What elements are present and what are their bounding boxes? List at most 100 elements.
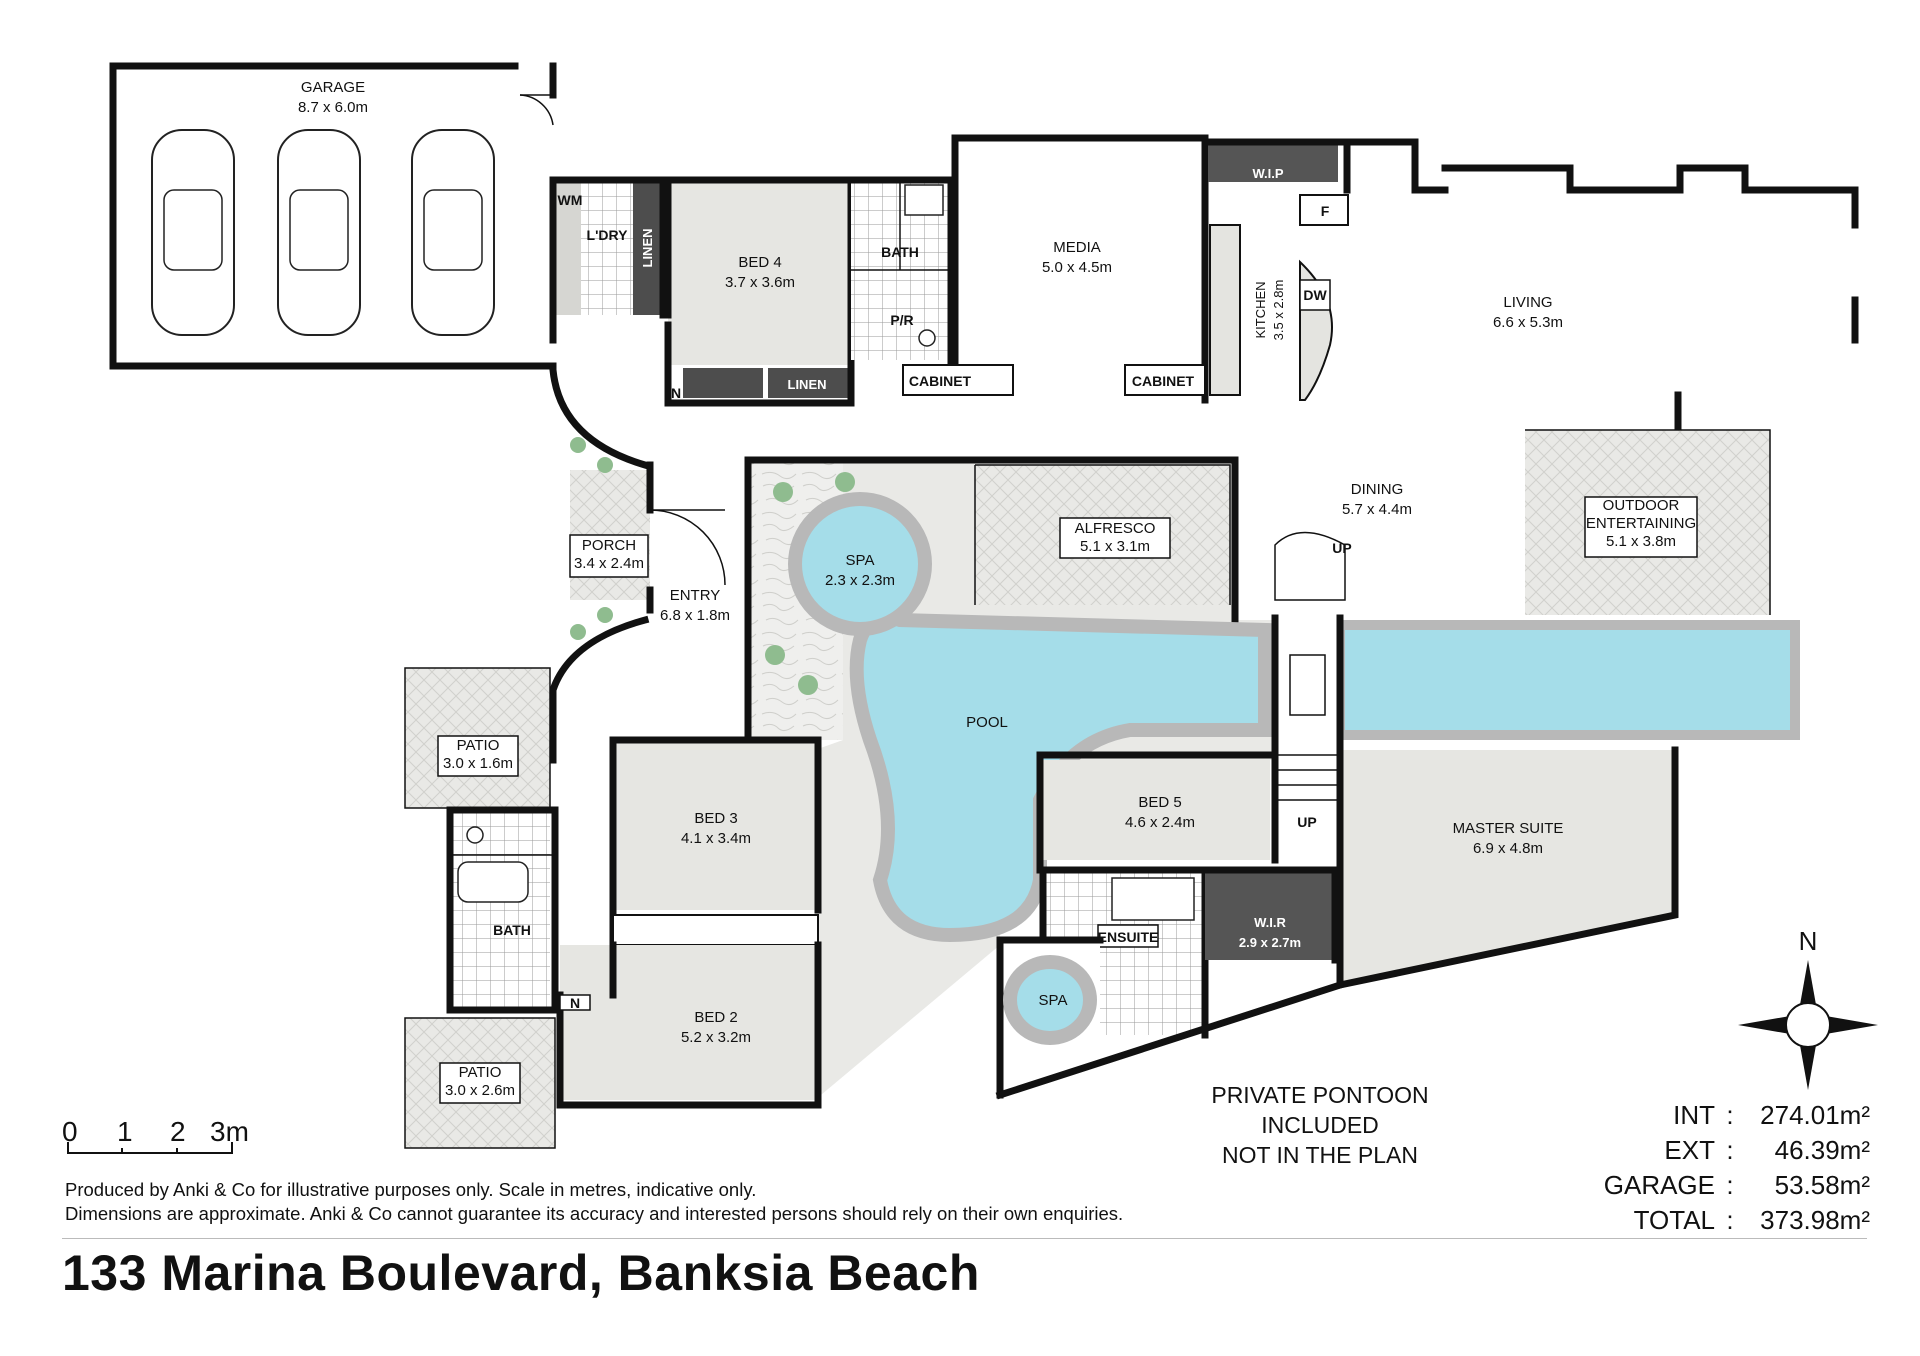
lap-pool <box>1335 620 1800 740</box>
shrub-icon <box>570 437 855 695</box>
living: LIVING 6.6 x 5.3m <box>1343 138 1859 444</box>
outdoor-name-1: OUTDOOR <box>1603 497 1680 514</box>
living-name: LIVING <box>1503 294 1552 311</box>
master-name: MASTER SUITE <box>1453 820 1564 837</box>
media-dims: 5.0 x 4.5m <box>1042 259 1112 276</box>
media: CABINET CABINET MEDIA 5.0 x 4.5m <box>902 134 1209 404</box>
dw-label: DW <box>1303 287 1327 303</box>
toilet-icon <box>466 826 484 844</box>
dining-name: DINING <box>1351 481 1404 498</box>
dining-dims: 5.7 x 4.4m <box>1342 501 1412 518</box>
garage: GARAGE 8.7 x 6.0m <box>109 62 557 370</box>
n-label-2: N <box>570 995 580 1011</box>
entry-name: ENTRY <box>670 587 721 604</box>
wm-label: WM <box>558 192 583 208</box>
car-icon <box>277 129 361 336</box>
porch-dims: 3.4 x 2.4m <box>574 555 644 572</box>
bed3-dims: 4.1 x 3.4m <box>681 830 751 847</box>
pontoon-note: PRIVATE PONTOON INCLUDED NOT IN THE PLAN <box>1150 1080 1490 1170</box>
fridge-label: F <box>1321 203 1330 219</box>
disclaimer-line-1: Produced by Anki & Co for illustrative p… <box>65 1179 757 1200</box>
patio1-name: PATIO <box>457 737 500 754</box>
pr-label: P/R <box>890 312 913 328</box>
outdoor-entertaining: OUTDOOR ENTERTAINING 5.1 x 3.8m <box>1525 429 1771 615</box>
spa-1 <box>788 492 932 636</box>
porch-name: PORCH <box>582 537 636 554</box>
linen-label-1: LINEN <box>640 229 655 268</box>
up-label-1: UP <box>1332 540 1351 556</box>
entry-dims: 6.8 x 1.8m <box>660 607 730 624</box>
scale-tick-1: 1 <box>117 1116 133 1147</box>
dining: DINING 5.7 x 4.4m UP <box>1274 481 1412 601</box>
area-row-ext: EXT : 46.39m² <box>1664 1135 1870 1165</box>
area-row-garage: GARAGE : 53.58m² <box>1603 1170 1870 1200</box>
spa-2-room: SPA <box>996 936 1104 1099</box>
bed-2: N BED 2 5.2 x 3.2m <box>556 941 822 1109</box>
compass-icon: N <box>1738 926 1878 1090</box>
property-address: 133 Marina Boulevard, Banksia Beach <box>62 1245 980 1301</box>
patio-2: PATIO 3.0 x 2.6m <box>404 1017 556 1149</box>
disclaimer-line-2: Dimensions are approximate. Anki & Co ca… <box>65 1203 1124 1224</box>
pool-label: POOL <box>966 714 1008 731</box>
master-dims: 6.9 x 4.8m <box>1473 840 1543 857</box>
media-name: MEDIA <box>1053 239 1101 256</box>
laundry: WM L'DRY LINEN <box>549 176 667 319</box>
bed-3: BED 3 4.1 x 3.4m <box>609 736 822 946</box>
porch: PORCH 3.4 x 2.4m ENTRY 6.8 x 1.8m <box>549 366 730 764</box>
laundry-label: L'DRY <box>587 227 629 243</box>
spa1-dims: 2.3 x 2.3m <box>825 572 895 589</box>
shower-icon <box>904 184 944 216</box>
bath-lower: BATH <box>446 806 559 1014</box>
alfresco-name: ALFRESCO <box>1075 520 1156 537</box>
patio2-name: PATIO <box>459 1064 502 1081</box>
bed2-dims: 5.2 x 3.2m <box>681 1029 751 1046</box>
scale-tick-0: 0 <box>62 1116 78 1147</box>
bed2-name: BED 2 <box>694 1009 737 1026</box>
garage-name: GARAGE <box>301 79 365 96</box>
kitchen: W.I.P F DW KITCHEN 3.5 x 2.8m <box>1201 138 1351 401</box>
wip-label: W.I.P <box>1252 166 1283 181</box>
bed-4: BED 4 3.7 x 3.6m LINEN N <box>664 176 855 407</box>
cabinet-label-2: CABINET <box>1132 373 1195 389</box>
bathtub-icon <box>457 861 529 903</box>
bed5-name: BED 5 <box>1138 794 1181 811</box>
spa2-label: SPA <box>1039 992 1068 1009</box>
shower-icon <box>1111 877 1195 921</box>
spa-2 <box>1003 955 1097 1045</box>
bed4-name: BED 4 <box>738 254 781 271</box>
linen-label-2: LINEN <box>788 377 827 392</box>
bed5-dims: 4.6 x 2.4m <box>1125 814 1195 831</box>
area-summary: INT : 274.01m² EXT : 46.39m² GARAGE : 53… <box>1540 1098 1870 1238</box>
car-icon <box>151 129 235 336</box>
scale-tick-3: 3m <box>210 1116 249 1147</box>
wir-dims: 2.9 x 2.7m <box>1239 935 1301 950</box>
kitchen-dims: 3.5 x 2.8m <box>1271 280 1286 341</box>
car-icon <box>411 129 495 336</box>
bath-upper: BATH P/R <box>847 176 955 369</box>
stair-bridge: UP <box>1271 614 1344 844</box>
living-dims: 6.6 x 5.3m <box>1493 314 1563 331</box>
bed3-name: BED 3 <box>694 810 737 827</box>
footer-divider <box>62 1238 1867 1239</box>
pontoon-line-1: PRIVATE PONTOON INCLUDED <box>1211 1082 1429 1138</box>
patio2-dims: 3.0 x 2.6m <box>445 1082 515 1099</box>
patio-1: PATIO 3.0 x 1.6m <box>404 667 551 809</box>
scale-tick-2: 2 <box>170 1116 186 1147</box>
cabinet-label-1: CABINET <box>909 373 972 389</box>
pontoon-line-2: NOT IN THE PLAN <box>1222 1142 1418 1168</box>
bed-5: BED 5 4.6 x 2.4m <box>1036 751 1279 874</box>
outdoor-name-2: ENTERTAINING <box>1586 515 1696 532</box>
area-row-total: TOTAL : 373.98m² <box>1633 1205 1870 1235</box>
outdoor-dims: 5.1 x 3.8m <box>1606 533 1676 550</box>
bath-label-1: BATH <box>881 244 919 260</box>
n-label-1: N <box>671 385 681 401</box>
pool <box>849 610 1272 943</box>
spa1-name: SPA <box>846 552 875 569</box>
patio1-dims: 3.0 x 1.6m <box>443 755 513 772</box>
pool-area: ALFRESCO 5.1 x 3.1m SPA 2.3 x 2.3m POOL <box>570 437 1800 1100</box>
up-label-2: UP <box>1297 814 1316 830</box>
disclaimer: Produced by Anki & Co for illustrative p… <box>65 1178 1123 1226</box>
bath-label-2: BATH <box>493 922 531 938</box>
bed4-dims: 3.7 x 3.6m <box>725 274 795 291</box>
